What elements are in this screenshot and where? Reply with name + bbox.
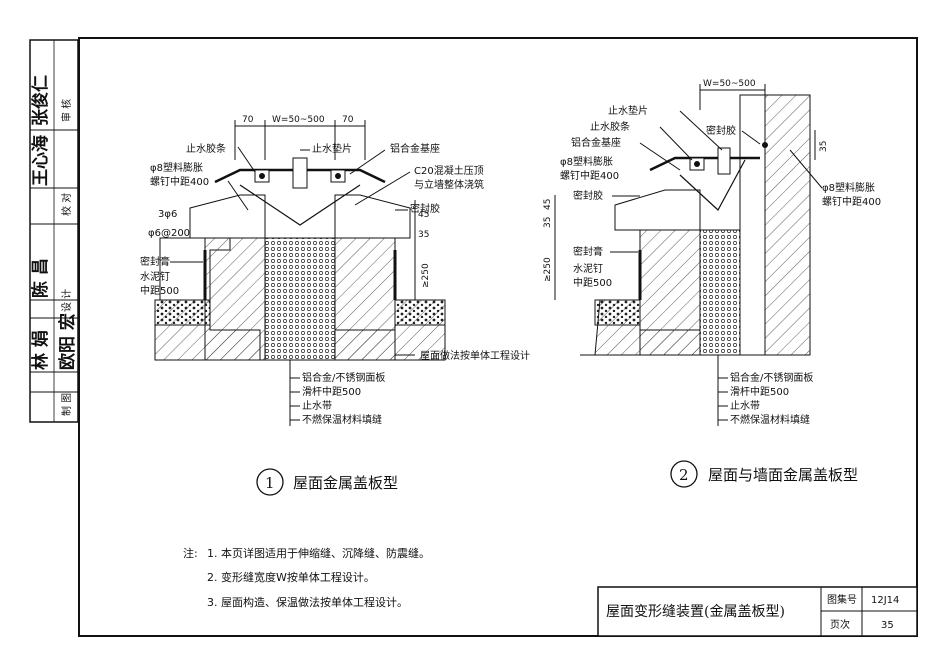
detail-2-roof-wall-metal-cover: W=50~500 35 35 45 ≥250 止水垫片 止水胶条 铝合金基座 密… xyxy=(543,79,881,488)
role-review: 审 核 xyxy=(60,99,73,122)
detail-1-roof-metal-cover: 70 W=50~500 70 45 35 ≥250 止水胶条 止水垫片 铝合金基… xyxy=(140,115,484,496)
dim1-width: W=50~500 xyxy=(272,115,325,125)
notes: 注: 1. 本页详图适用于伸缩缝、沉降缝、防震缝。 2. 变形缝宽度W按单体工程… xyxy=(183,546,430,609)
label-waterstop-strip-2: 止水胶条 xyxy=(590,120,630,133)
role-drafting: 制 图 xyxy=(60,393,73,416)
detail-1-number: 1 xyxy=(265,474,275,492)
dim1-35: 35 xyxy=(418,230,429,240)
title-block: 屋面变形缝装置(金属盖板型) 图集号 12J14 页次 35 xyxy=(597,586,918,637)
label-nail-1-line1: 水泥钉 xyxy=(140,270,170,283)
dim1-left: 70 xyxy=(242,115,254,125)
label-seal-paste-2: 密封膏 xyxy=(573,245,603,258)
dim1-45: 45 xyxy=(418,210,429,220)
label-waterstop-strip-1: 止水胶条 xyxy=(186,142,226,155)
page-label: 页次 xyxy=(830,618,850,631)
role-design: 设 计 xyxy=(60,289,73,312)
atlas-value: 12J14 xyxy=(871,595,899,606)
label-sealant-2: 密封胶 xyxy=(573,189,603,202)
label-roof-finish: 屋面做法按单体工程设计 xyxy=(420,349,530,362)
label-panel-2: 铝合金/不锈钢面板 xyxy=(730,371,813,384)
label-alu-base-2: 铝合金基座 xyxy=(571,136,621,149)
label-alu-base-1: 铝合金基座 xyxy=(390,142,440,155)
signature-review: 张俊仁 xyxy=(30,75,51,126)
dim2-width: W=50~500 xyxy=(703,79,756,89)
signature-design-2: 欧阳 宏 xyxy=(57,313,78,370)
detail-1-title: 屋面金属盖板型 xyxy=(293,474,398,492)
label-bar-1: 3φ6 xyxy=(158,209,177,220)
label-rod-1: 滑杆中距500 xyxy=(302,385,361,398)
label-waterstop-pad-2: 止水垫片 xyxy=(608,104,648,117)
signature-design: 林 娟 xyxy=(30,330,51,370)
label-rod-2: 滑杆中距500 xyxy=(730,385,789,398)
dim2-45: 45 xyxy=(543,199,553,210)
label-sealant-top-2: 密封胶 xyxy=(706,124,736,137)
label-bolt-2-line1: φ8塑料膨胀 xyxy=(560,155,613,168)
signature-column: 审 核 校 对 设 计 制 图 张俊仁 王心海 陈 昌 林 娟 欧阳 宏 xyxy=(29,39,79,423)
label-bolt-1-line2: 螺钉中距400 xyxy=(150,175,209,188)
dim2-35: 35 xyxy=(819,141,829,152)
label-c20-line1: C20混凝土压顶 xyxy=(414,164,484,177)
sheet-border xyxy=(78,37,918,637)
label-wall-bolt-2-line2: 螺钉中距400 xyxy=(822,195,881,208)
label-waterstop-belt-1: 止水带 xyxy=(302,400,332,412)
label-panel-1: 铝合金/不锈钢面板 xyxy=(302,371,385,384)
label-waterstop-pad-1: 止水垫片 xyxy=(312,142,352,155)
note-1: 1. 本页详图适用于伸缩缝、沉降缝、防震缝。 xyxy=(207,546,430,560)
signature-review-2: 王心海 xyxy=(30,135,51,186)
dim2-35b: 35 xyxy=(543,217,553,228)
dim1-250: ≥250 xyxy=(421,263,431,288)
role-check: 校 对 xyxy=(60,193,73,216)
label-seal-paste-1: 密封膏 xyxy=(140,255,170,268)
page-value: 35 xyxy=(881,620,894,631)
label-bolt-2-line2: 螺钉中距400 xyxy=(560,169,619,182)
label-nail-1-line2: 中距500 xyxy=(140,284,179,297)
dim1-right: 70 xyxy=(342,115,354,125)
detail-2-number: 2 xyxy=(679,466,689,484)
label-bar2-1: φ6@200 xyxy=(148,228,190,239)
signature-check: 陈 昌 xyxy=(30,258,51,298)
label-filler-1: 不燃保温材料填缝 xyxy=(302,413,382,426)
title-block-title: 屋面变形缝装置(金属盖板型) xyxy=(606,604,785,620)
notes-prefix: 注: xyxy=(183,546,198,560)
label-bolt-1-line1: φ8塑料膨胀 xyxy=(150,161,203,174)
detail-2-title: 屋面与墙面金属盖板型 xyxy=(708,466,858,484)
dim2-250: ≥250 xyxy=(543,257,553,282)
label-sealant-1: 密封胶 xyxy=(410,202,440,215)
label-nail-2-line2: 中距500 xyxy=(573,276,612,289)
label-wall-bolt-2-line1: φ8塑料膨胀 xyxy=(822,181,875,194)
label-c20-line2: 与立墙整体浇筑 xyxy=(414,178,484,191)
note-3: 3. 屋面构造、保温做法按单体工程设计。 xyxy=(207,595,408,609)
label-waterstop-belt-2: 止水带 xyxy=(730,400,760,412)
label-filler-2: 不燃保温材料填缝 xyxy=(730,413,810,426)
note-2: 2. 变形缝宽度W按单体工程设计。 xyxy=(207,570,375,584)
label-nail-2-line1: 水泥钉 xyxy=(573,262,603,275)
atlas-label: 图集号 xyxy=(827,593,857,606)
